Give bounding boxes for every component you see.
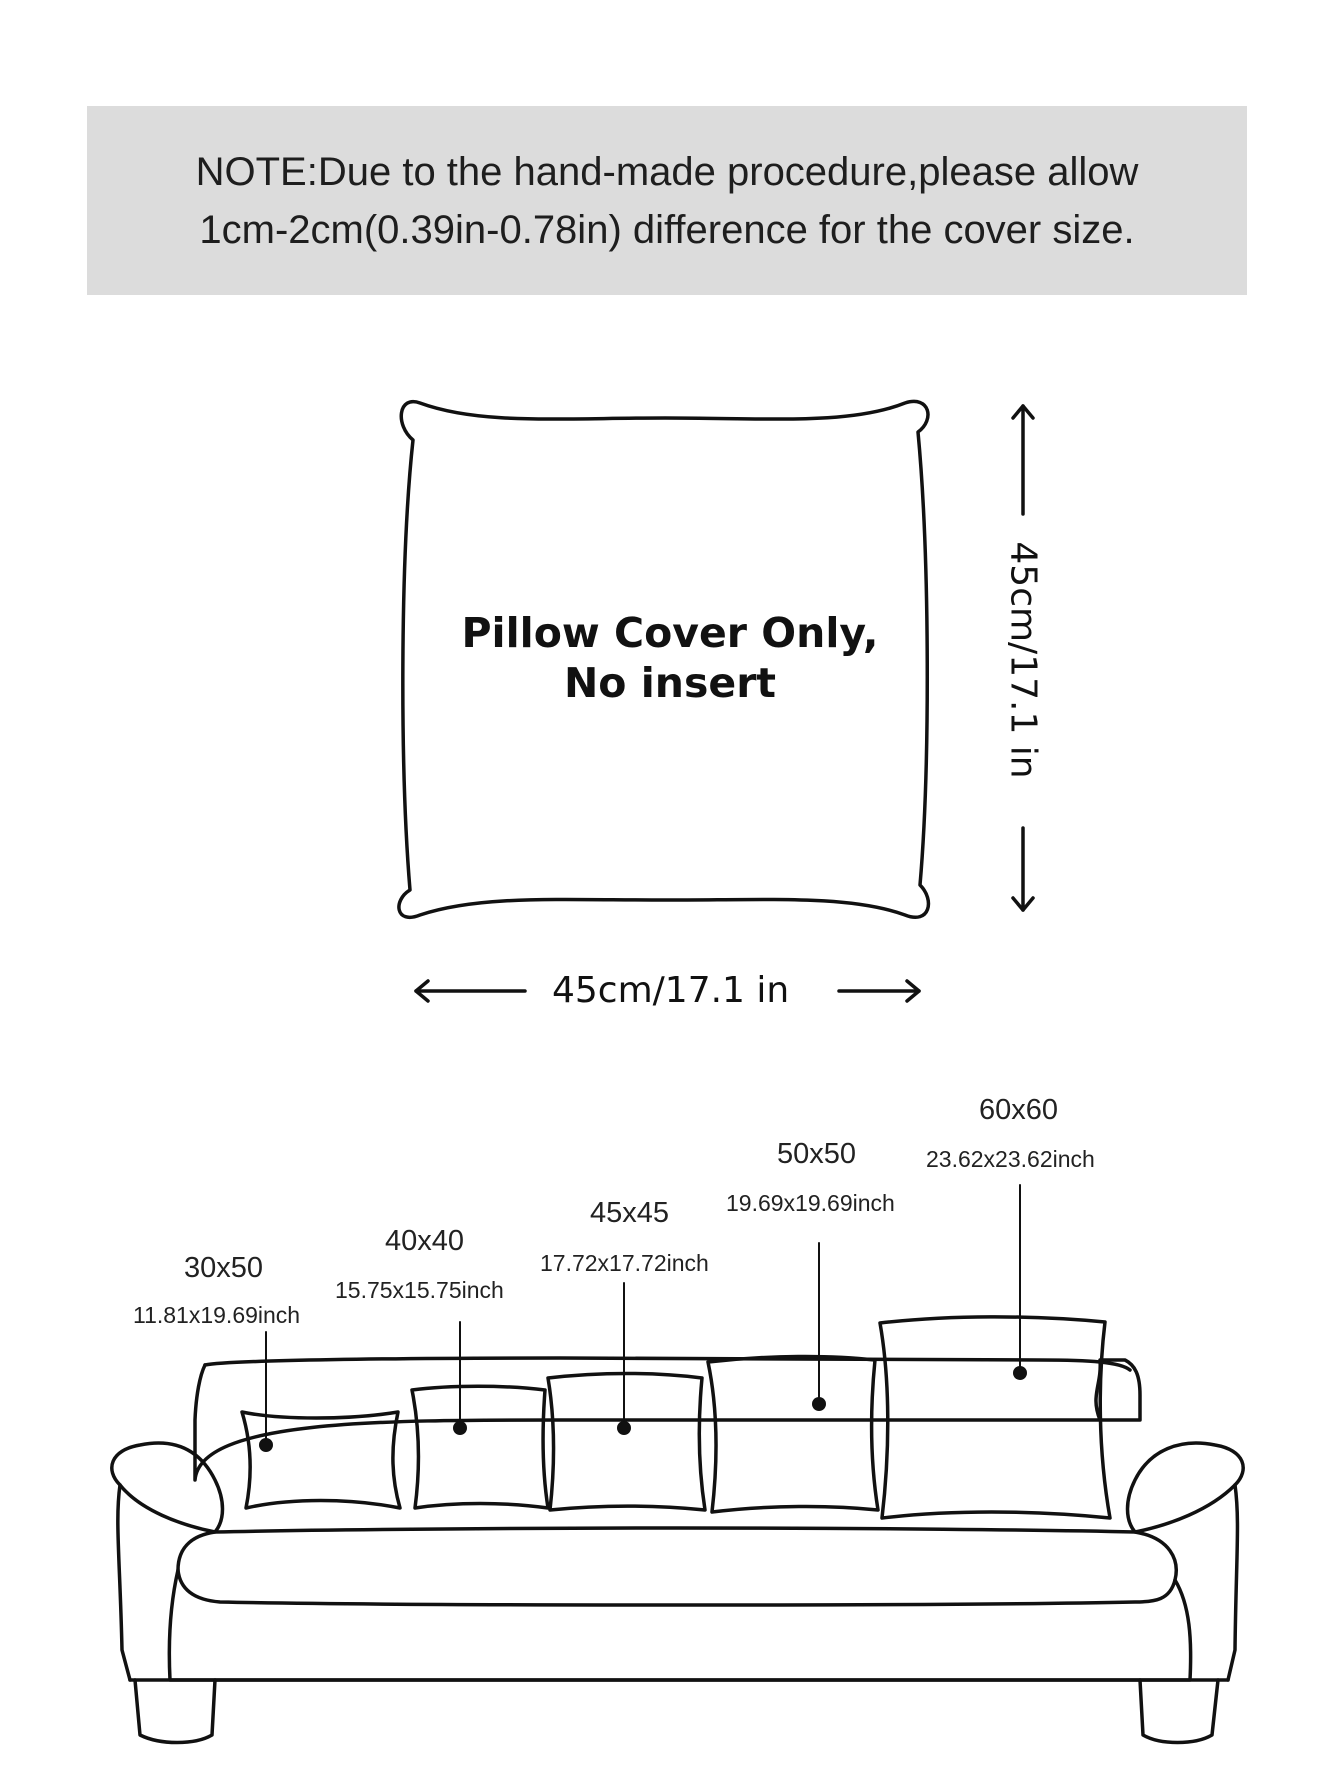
size-label-4-cm: 60x60: [979, 1094, 1059, 1126]
size-label-2-cm: 45x45: [590, 1197, 670, 1229]
pillow-outline: [397, 399, 931, 919]
size-label-3-inch: 19.69x19.69inch: [726, 1190, 895, 1216]
height-arrows: [1011, 404, 1035, 912]
note-banner: NOTE:Due to the hand-made procedure,plea…: [87, 106, 1247, 295]
sofa-pillow-60x60: [878, 1315, 1112, 1520]
size-label-1-inch: 15.75x15.75inch: [335, 1277, 504, 1303]
size-dots: [259, 1366, 1027, 1452]
sofa-pillow-30x50: [240, 1410, 402, 1510]
height-label: 45cm/17.1 in: [1002, 541, 1044, 779]
pillow-caption-line-1: Pillow Cover Only,: [461, 609, 879, 657]
sofa: [110, 1315, 1245, 1745]
size-leaders: [265, 1184, 1021, 1446]
size-label-2-inch: 17.72x17.72inch: [540, 1250, 709, 1276]
note-line-2: 1cm-2cm(0.39in-0.78in) difference for th…: [199, 207, 1135, 252]
pillow-caption: Pillow Cover Only, No insert: [400, 608, 940, 708]
size-label-0-cm: 30x50: [184, 1252, 264, 1284]
size-label-0-inch: 11.81x19.69inch: [133, 1302, 301, 1328]
width-label: 45cm/17.1 in: [552, 970, 790, 1011]
note-line-1: NOTE:Due to the hand-made procedure,plea…: [195, 149, 1139, 194]
pillow-caption-line-2: No insert: [563, 659, 777, 707]
size-label-1-cm: 40x40: [385, 1225, 465, 1257]
sofa-pillow-40x40: [410, 1384, 550, 1510]
sofa-pillow-45x45: [546, 1371, 707, 1512]
sofa-pillow-50x50: [706, 1354, 880, 1514]
size-label-3-cm: 50x50: [777, 1138, 857, 1170]
width-arrows: [414, 979, 921, 1003]
size-label-4-inch: 23.62x23.62inch: [926, 1146, 1095, 1172]
